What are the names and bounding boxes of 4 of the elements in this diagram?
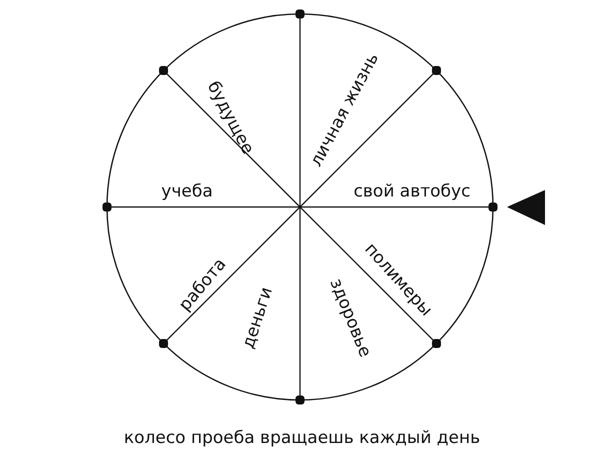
sector-label: свой автобус (354, 182, 470, 202)
caption: колесо проеба вращаешь каждый день (124, 428, 480, 448)
sector-label: деньги (239, 285, 277, 351)
sector-label: учеба (161, 182, 213, 202)
